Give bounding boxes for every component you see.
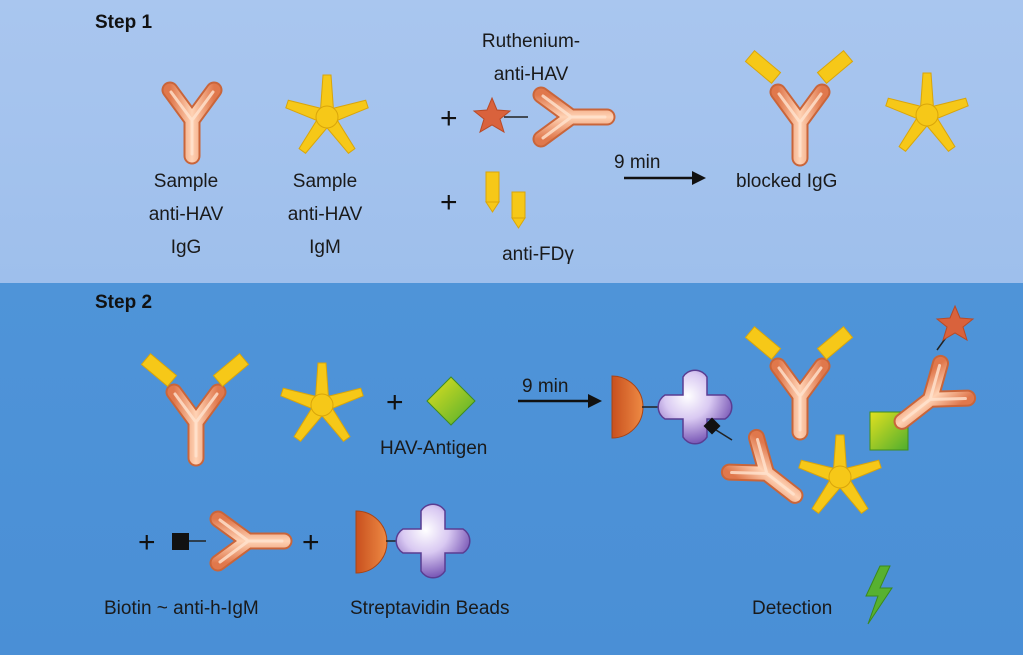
ruthenium-label: Ruthenium- anti-HAV: [481, 31, 581, 85]
detection-complex: [611, 304, 973, 515]
plus-sign: +: [440, 186, 458, 219]
anti-fd-gamma-fragments: [485, 171, 526, 229]
ruthenium-anti-hav-conjugate: [472, 95, 607, 139]
step2-blocked-igg: [140, 353, 250, 458]
sample-igg-antibody: [170, 90, 214, 156]
streptavidin-beads-label: Streptavidin Beads: [350, 598, 510, 619]
plus-sign: +: [138, 526, 156, 559]
step1-title: Step 1: [95, 12, 153, 33]
plus-sign: +: [440, 102, 458, 135]
hav-antigen-label: HAV-Antigen: [380, 438, 488, 459]
biotin-anti-h-igm: [172, 519, 284, 563]
streptavidin-beads: [355, 503, 471, 579]
sample-igm-antibody: [284, 74, 370, 156]
sample-igg-label: Sample anti-HAV IgG: [148, 171, 224, 258]
lightning-icon: [865, 565, 893, 625]
step2-arrow: [518, 394, 602, 408]
detection-label: Detection: [752, 598, 833, 619]
step2-time-label: 9 min: [522, 376, 569, 397]
hav-antigen: [426, 376, 476, 426]
plus-sign: +: [302, 526, 320, 559]
step2-title: Step 2: [95, 292, 153, 313]
anti-fd-gamma-label: anti-FDγ: [502, 244, 574, 265]
step1-time-label: 9 min: [614, 152, 661, 173]
biotin-label: Biotin ~ anti-h-IgM: [104, 598, 259, 619]
step1-arrow: [624, 171, 706, 185]
step2-igm-star: [279, 362, 365, 444]
blocked-igg: [744, 50, 854, 158]
sample-igm-label: Sample anti-HAV IgM: [287, 171, 363, 258]
igm-star-step1-result: [884, 72, 970, 154]
blocked-igg-label: blocked IgG: [736, 171, 838, 192]
step1-panel: [0, 0, 1023, 283]
plus-sign: +: [386, 386, 404, 419]
